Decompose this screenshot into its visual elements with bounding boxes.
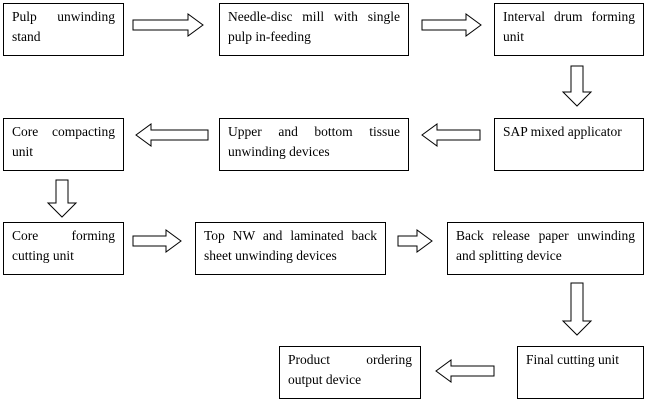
node-sap-mixed-applicator: SAP mixed applicator	[494, 118, 644, 171]
node-needle-disc-mill: Needle-disc mill with single pulp in-fee…	[219, 3, 409, 56]
node-label: Final cutting unit	[526, 352, 619, 367]
arrow-compact-to-core	[46, 179, 78, 218]
arrow-sap-to-tissue	[421, 123, 481, 147]
arrow-final-to-product	[435, 359, 495, 383]
node-label: Top NW and laminated back sheet unwindin…	[204, 228, 377, 263]
arrow-core-to-topnw	[132, 229, 182, 253]
node-core-compacting-unit: Core compacting unit	[3, 118, 124, 171]
node-tissue-unwinding-devices: Upper and bottom tissue unwinding device…	[219, 118, 409, 171]
node-label: Upper and bottom tissue unwinding device…	[228, 124, 400, 159]
arrow-release-to-final	[561, 282, 593, 336]
arrow-pulp-to-needle	[132, 13, 204, 37]
node-core-forming-cutting-unit: Core forming cutting unit	[3, 222, 124, 275]
arrow-tissue-to-compact	[135, 123, 209, 147]
node-label: Pulp unwinding stand	[12, 9, 115, 44]
arrow-topnw-to-release	[397, 229, 433, 253]
node-final-cutting-unit: Final cutting unit	[517, 346, 644, 399]
arrow-interval-to-sap	[561, 65, 593, 107]
node-label: Core compacting unit	[12, 124, 115, 159]
node-label: Product ordering output device	[288, 352, 412, 387]
node-top-nw-unwinding-devices: Top NW and laminated back sheet unwindin…	[195, 222, 386, 275]
node-label: Needle-disc mill with single pulp in-fee…	[228, 9, 400, 44]
node-interval-drum-forming-unit: Interval drum forming unit	[494, 3, 644, 56]
node-label: Back release paper unwinding and splitti…	[456, 228, 635, 263]
node-pulp-unwinding-stand: Pulp unwinding stand	[3, 3, 124, 56]
arrow-needle-to-interval	[421, 13, 482, 37]
node-label: Core forming cutting unit	[12, 228, 115, 263]
node-back-release-paper-device: Back release paper unwinding and splitti…	[447, 222, 644, 275]
node-label: SAP mixed applicator	[503, 124, 622, 139]
node-product-ordering-output-device: Product ordering output device	[279, 346, 421, 399]
node-label: Interval drum forming unit	[503, 9, 635, 44]
